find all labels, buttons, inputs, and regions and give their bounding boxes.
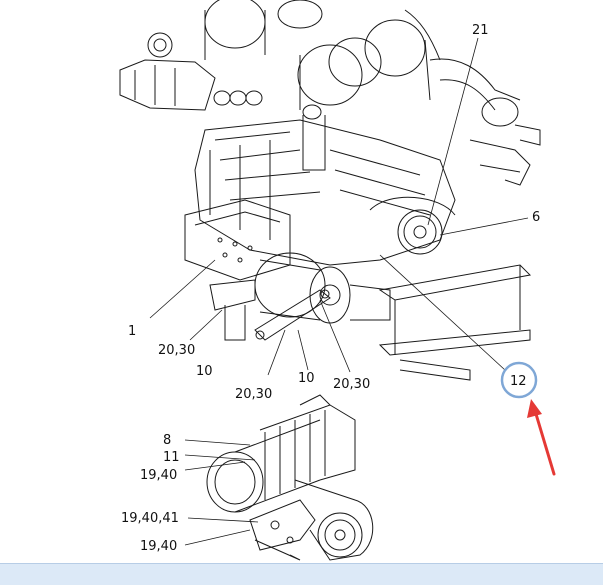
callout-8: 8: [163, 433, 171, 448]
callout-19-40-b: 19,40: [140, 539, 177, 554]
highlight-circle: [500, 361, 538, 399]
callout-12: 12: [510, 374, 527, 389]
bottom-status-bar: [0, 563, 603, 585]
engine-assembly-drawing: [119, 0, 541, 381]
callout-labels: 21 6 1 20,30 10 20,30 10 20,30 12 8 11 1…: [121, 23, 540, 554]
callout-21: 21: [472, 23, 489, 38]
callout-10-b: 10: [298, 371, 315, 386]
callout-20-30-b: 20,30: [235, 387, 272, 402]
callout-1: 1: [128, 324, 136, 339]
callout-19-40-a: 19,40: [140, 468, 177, 483]
callout-6: 6: [532, 210, 540, 225]
callout-10-a: 10: [196, 364, 213, 379]
red-arrow-icon: [527, 399, 556, 476]
callout-19-40-41: 19,40,41: [121, 511, 179, 526]
callout-20-30-c: 20,30: [333, 377, 370, 392]
callout-11: 11: [163, 450, 180, 465]
leader-lines: [149, 37, 529, 546]
motor-pulley-drawing: [206, 394, 374, 561]
callout-20-30-a: 20,30: [158, 343, 195, 358]
